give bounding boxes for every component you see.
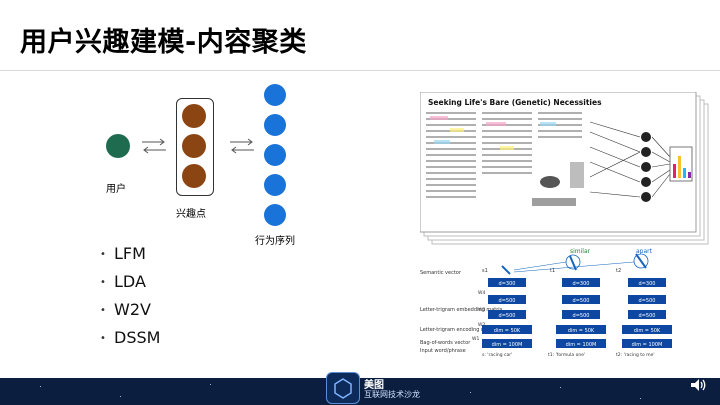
- dssm-layer-value: dim = 100M: [492, 342, 523, 348]
- title-divider: [0, 70, 720, 71]
- method-item: •W2V: [100, 300, 151, 319]
- dssm-layer-value: dim = 100M: [632, 342, 663, 348]
- sequence-label: 行为序列: [255, 236, 295, 247]
- dssm-layer-value: d=500: [639, 313, 656, 319]
- interest-node: [182, 134, 206, 158]
- dssm-layer-value: dim = 100M: [566, 342, 597, 348]
- interest-sequence-arrows: [230, 138, 254, 154]
- dssm-layer-value: dim = 50K: [568, 328, 595, 334]
- dssm-layer-value: d=500: [573, 313, 590, 319]
- sequence-node: [264, 144, 286, 166]
- slide-title: 用户兴趣建模-内容聚类: [20, 27, 307, 58]
- method-item: •LFM: [100, 244, 146, 263]
- topic-model-figure: Seeking Life's Bare (Genetic) Necessitie…: [420, 92, 709, 245]
- dssm-input: t1: 'formula one': [548, 352, 585, 358]
- interest-node: [182, 104, 206, 128]
- dssm-layer-value: d=500: [639, 298, 656, 304]
- user-node: [106, 134, 130, 158]
- dssm-weight-label: W4: [478, 290, 485, 296]
- brand-subtitle: 互联网技术沙龙: [364, 390, 420, 399]
- sequence-node: [264, 204, 286, 226]
- dssm-column-vector: t2: [616, 268, 621, 274]
- dssm-tag-apart: apart: [636, 248, 653, 255]
- sequence-node: [264, 174, 286, 196]
- dssm-row-label: Letter-trigram encoding matrix (fixed): [420, 327, 515, 333]
- method-item: •LDA: [100, 272, 146, 291]
- dssm-row-label: Letter-trigram embedding matrix: [420, 307, 503, 313]
- sequence-node: [264, 84, 286, 106]
- dssm-row-label: Input word/phrase: [420, 348, 466, 354]
- dssm-column-vector: t1: [550, 268, 555, 274]
- interest-label: 兴趣点: [176, 209, 206, 220]
- dssm-tag-similar: similar: [570, 248, 591, 255]
- dssm-weight-label: W3: [478, 307, 485, 313]
- dssm-layer-value: dim = 50K: [494, 328, 521, 334]
- dssm-column-vector: s1: [482, 268, 488, 274]
- dssm-input: t2: 'racing to me': [616, 352, 655, 358]
- dssm-row-label: Semantic vector: [420, 270, 462, 276]
- brand-logo-icon: [326, 372, 360, 404]
- dssm-layer-value: dim = 50K: [634, 328, 661, 334]
- interest-group-box: [176, 98, 214, 196]
- footer-bar: [0, 378, 720, 405]
- dssm-layer-value: d=500: [499, 313, 516, 319]
- paper-headline: Seeking Life's Bare (Genetic) Necessitie…: [428, 98, 602, 107]
- dssm-weight-label: W1: [472, 336, 479, 342]
- dssm-layer-value: d=300: [499, 281, 516, 287]
- brand-name: 美图: [364, 380, 384, 391]
- dssm-weight-label: W2: [478, 322, 485, 328]
- dssm-layer-value: d=500: [499, 298, 516, 304]
- dssm-layer-value: d=300: [639, 281, 656, 287]
- user-label: 用户: [106, 184, 126, 195]
- speaker-icon[interactable]: [690, 378, 708, 396]
- dssm-input: s: 'racing car': [482, 352, 512, 358]
- dssm-layer-value: d=300: [573, 281, 590, 287]
- user-interest-arrows: [142, 138, 166, 154]
- dssm-figure: Semantic vector Letter-trigram embedding…: [420, 248, 672, 358]
- method-list: •LFM •LDA •W2V •DSSM: [100, 240, 160, 352]
- dssm-layer-value: d=500: [573, 298, 590, 304]
- dssm-row-label: Bag-of-words vector: [420, 340, 471, 346]
- method-item: •DSSM: [100, 328, 161, 347]
- sequence-node: [264, 114, 286, 136]
- interest-node: [182, 164, 206, 188]
